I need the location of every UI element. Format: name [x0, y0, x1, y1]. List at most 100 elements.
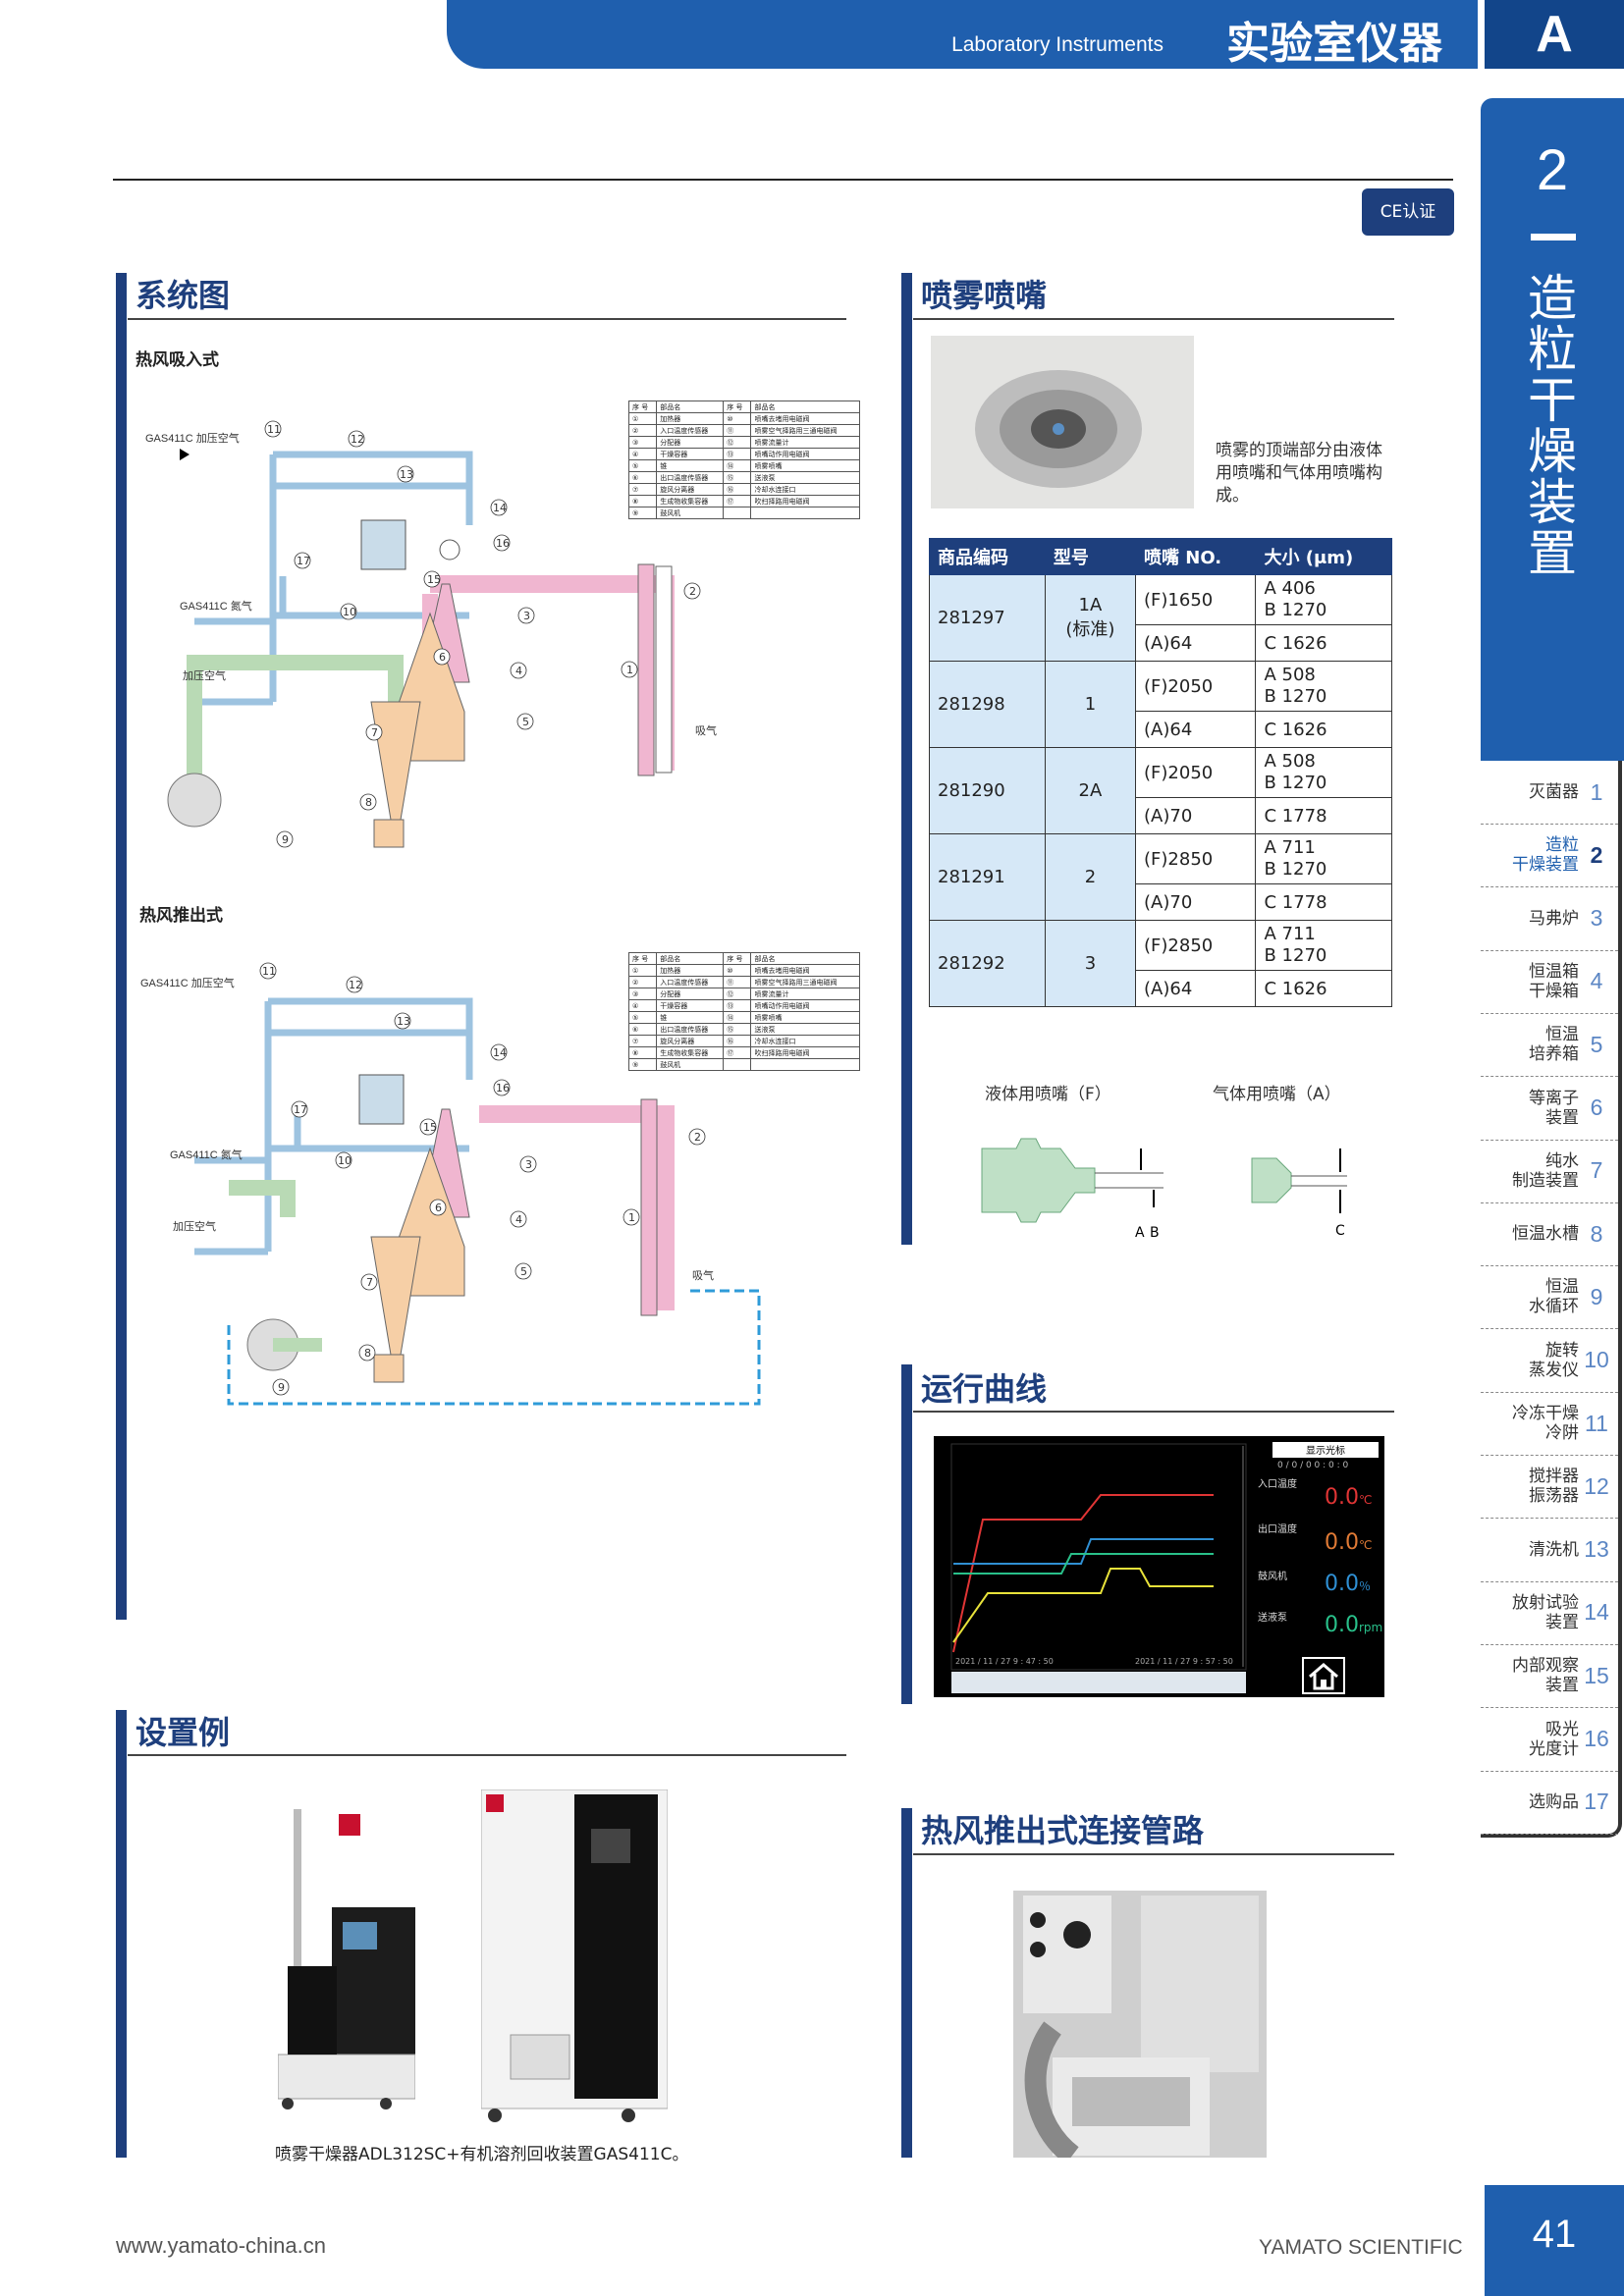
- parts-cell: 锥: [656, 1011, 725, 1024]
- parts-cell: 加热器: [656, 412, 725, 425]
- parts-cell: 生成物收集容器: [656, 1046, 725, 1059]
- parts-cell: ④: [627, 448, 658, 460]
- category-tab-number: 2: [1590, 841, 1603, 868]
- svg-text:3: 3: [523, 610, 530, 622]
- parts-cell: ⑧: [627, 1046, 658, 1059]
- category-tab[interactable]: 造粒干燥装置 2: [1481, 824, 1618, 888]
- model: 1: [1044, 661, 1137, 748]
- cursor-counter: 0 / 0 / 0 0 : 0 : 0: [1277, 1461, 1349, 1470]
- outlet-value: 0.0: [1325, 1530, 1359, 1555]
- category-tab-number: 9: [1590, 1283, 1603, 1309]
- svg-text:吸气: 吸气: [692, 1268, 714, 1282]
- outlet-label: 出口温度: [1258, 1524, 1297, 1535]
- nozzle-description: 喷雾的顶端部分由液体用喷嘴和气体用喷嘴构成。: [1216, 441, 1382, 506]
- pump-value: 0.0: [1325, 1613, 1359, 1637]
- category-tab-number: 10: [1584, 1347, 1609, 1373]
- parts-cell: ⑦: [627, 483, 658, 496]
- parts-header-cell: 序 号: [723, 400, 752, 413]
- parts-cell: ⑭: [723, 459, 752, 472]
- parts-cell: ②: [627, 424, 658, 437]
- nozzle-no-f: (F)2050: [1135, 747, 1257, 798]
- example-section-title: 设置例: [135, 1714, 231, 1751]
- nozzle-table-header: 大小 (μm): [1255, 538, 1392, 575]
- inlet-label: 入口温度: [1258, 1479, 1297, 1490]
- liquid-nozzle-caption: 液体用喷嘴（F）: [985, 1085, 1111, 1104]
- category-tab-label: 恒温水槽: [1512, 1224, 1579, 1245]
- parts-cell: 喷雾流量计: [750, 436, 860, 449]
- parts-cell: ③: [627, 988, 658, 1000]
- svg-text:7: 7: [371, 726, 378, 739]
- model: 1A(标准): [1044, 574, 1137, 662]
- product-code: 281297: [929, 574, 1046, 662]
- category-tab-number: 11: [1585, 1410, 1608, 1436]
- parts-cell: ⑯: [723, 1035, 752, 1047]
- svg-text:12: 12: [351, 433, 364, 446]
- svg-text:17: 17: [294, 1103, 307, 1116]
- footer-url[interactable]: www.yamato-china.cn: [116, 2233, 326, 2258]
- nozzle-photo: [931, 336, 1194, 508]
- svg-text:8: 8: [364, 1347, 371, 1360]
- category-tab-label: 恒温箱干燥箱: [1529, 961, 1579, 1001]
- category-tab-label: 旋转蒸发仪: [1529, 1340, 1579, 1380]
- parts-cell: 旋风分离器: [656, 1035, 725, 1047]
- parts-cell: [723, 507, 752, 519]
- parts-cell: 冷却水连接口: [750, 1035, 860, 1047]
- blower-unit: ％: [1359, 1579, 1372, 1593]
- parts-cell: ⑩: [723, 964, 752, 977]
- parts-cell: 旋风分离器: [656, 483, 725, 496]
- parts-cell: ⑧: [627, 495, 658, 507]
- svg-text:14: 14: [493, 1046, 507, 1059]
- parts-cell: ⑫: [723, 436, 752, 449]
- chapter-title: 造粒干燥装置: [1481, 273, 1624, 579]
- category-tab-label: 造粒干燥装置: [1512, 835, 1579, 876]
- parts-cell: ⑥: [627, 1023, 658, 1036]
- home-icon[interactable]: [1302, 1657, 1345, 1694]
- dim-label-c: C: [1335, 1223, 1345, 1239]
- svg-text:15: 15: [427, 573, 441, 586]
- category-tab-number: 4: [1590, 968, 1603, 994]
- parts-cell: 送液泵: [750, 1023, 860, 1036]
- category-tab[interactable]: 恒温箱干燥箱 4: [1481, 950, 1618, 1014]
- footer-brand: YAMATO SCIENTIFIC: [1259, 2236, 1463, 2259]
- chapter-title-char: 干: [1528, 372, 1577, 429]
- svg-text:5: 5: [522, 716, 529, 728]
- pump-label: 送液泵: [1258, 1613, 1287, 1624]
- chapter-title-char: 装: [1528, 474, 1577, 531]
- category-tab-label: 选购品: [1529, 1791, 1579, 1812]
- parts-cell: ⑨: [627, 1058, 658, 1071]
- category-tab-label: 恒温培养箱: [1529, 1025, 1579, 1065]
- svg-text:6: 6: [439, 651, 446, 664]
- parts-cell: ⑩: [723, 412, 752, 425]
- page-number: 41: [1485, 2185, 1624, 2296]
- size-a: C 1778: [1255, 883, 1392, 921]
- parts-cell: ⑤: [627, 459, 658, 472]
